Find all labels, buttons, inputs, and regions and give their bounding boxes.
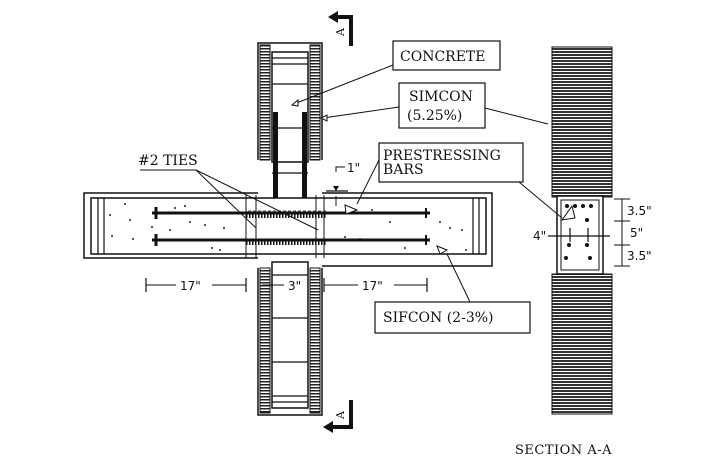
beam	[83, 192, 493, 267]
dim-left-span: 17"	[180, 279, 201, 293]
svg-text:PRESTRESSING: PRESTRESSING	[383, 148, 501, 164]
section-marker-label: A	[334, 410, 347, 420]
lower-column	[257, 261, 323, 416]
dim-column-width: 3"	[288, 279, 301, 293]
callout-sifcon: SIFCON (2-3%)	[374, 245, 531, 334]
section-title: SECTION A-A	[515, 443, 612, 458]
svg-text:BARS: BARS	[383, 162, 424, 178]
section-a-a: 3.5" 5" 3.5" 4" SECTION A-A	[515, 46, 652, 458]
svg-text:(5.25%): (5.25%)	[407, 108, 462, 124]
section-marker-top: A	[328, 11, 353, 46]
dim-cover: 1"	[326, 161, 360, 206]
callout-ties: #2 TIES	[138, 153, 319, 231]
dim-section-bottom: 3.5"	[627, 249, 652, 263]
svg-text:SIFCON (2-3%): SIFCON (2-3%)	[383, 310, 494, 326]
svg-text:CONCRETE: CONCRETE	[400, 49, 485, 65]
svg-text:1": 1"	[347, 161, 360, 175]
dim-section-mid: 5"	[630, 226, 643, 240]
dim-spans: 17" 3" 17"	[145, 278, 428, 293]
dim-section-width: 4"	[533, 229, 546, 243]
section-marker-bottom: A	[323, 400, 353, 433]
callout-concrete: CONCRETE	[290, 40, 501, 107]
svg-text:SIMCON: SIMCON	[409, 89, 473, 105]
upper-column	[257, 42, 323, 252]
dim-section-top: 3.5"	[627, 204, 652, 218]
callout-simcon: SIMCON (5.25%)	[319, 82, 549, 129]
callout-prestressing: PRESTRESSING BARS	[344, 142, 563, 219]
section-marker-label: A	[334, 27, 347, 37]
dim-right-span: 17"	[362, 279, 383, 293]
svg-text:#2 TIES: #2 TIES	[138, 153, 198, 169]
